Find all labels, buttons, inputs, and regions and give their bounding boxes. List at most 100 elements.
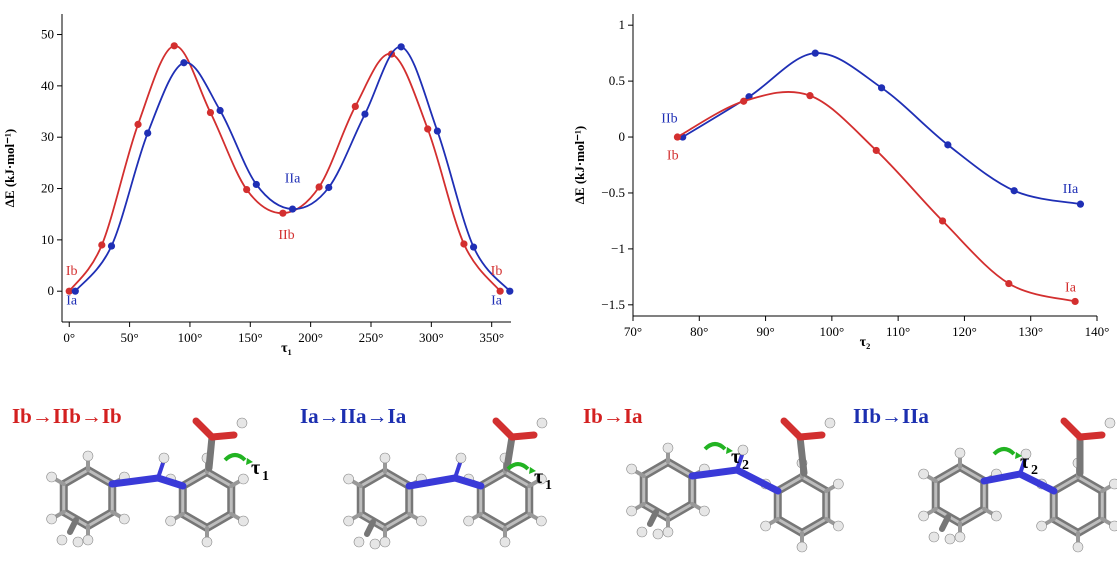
torsion-arrow-icon xyxy=(223,453,247,462)
torsion-label-index: 2 xyxy=(742,458,749,473)
data-point xyxy=(361,110,369,118)
data-point xyxy=(252,180,260,189)
bond xyxy=(666,460,694,478)
bond xyxy=(383,512,411,530)
chart-2: 10.50−0.5−1−1.570°80°90°100°110°120°130°… xyxy=(572,14,1109,350)
hydrogen-atom xyxy=(165,515,176,527)
y-tick-label: 20 xyxy=(41,181,54,196)
data-point xyxy=(206,108,215,117)
hydrogen-atom xyxy=(1104,417,1116,429)
torsion-arrowhead-icon xyxy=(1015,452,1022,459)
y-tick-label: −0.5 xyxy=(601,185,625,200)
bond xyxy=(776,475,804,493)
torsion-arrow-icon xyxy=(992,447,1016,456)
data-point xyxy=(288,205,297,213)
torsion-label: τ xyxy=(731,446,740,468)
hydrogen-atom xyxy=(833,478,844,490)
hydrogen-atom xyxy=(119,513,130,525)
annotation-label: IIa xyxy=(1063,182,1079,197)
data-point xyxy=(806,92,814,100)
data-point xyxy=(144,129,152,137)
hydrogen-atom xyxy=(46,513,57,525)
hydrogen-atom xyxy=(918,510,929,522)
data-point xyxy=(433,127,441,135)
bond xyxy=(205,512,233,530)
hydrogen-atom xyxy=(369,538,381,550)
hydrogen-atom xyxy=(796,541,808,553)
bond xyxy=(479,512,507,530)
data-point xyxy=(65,287,73,295)
y-tick-label: 10 xyxy=(41,232,54,247)
annotation-label: Ib xyxy=(491,264,503,279)
hydrogen-atom xyxy=(536,417,548,429)
torsion-arrowhead-icon xyxy=(246,458,253,465)
data-point xyxy=(315,183,323,191)
bond xyxy=(492,417,516,441)
x-tick-label: 200° xyxy=(298,330,323,345)
bond xyxy=(642,460,670,478)
torsion-label-index: 1 xyxy=(545,478,552,493)
annotation-label: IIb xyxy=(661,111,677,126)
data-point xyxy=(469,243,478,251)
torsion-arrowhead-icon xyxy=(529,467,536,474)
y-tick-label: 30 xyxy=(41,129,54,144)
bond xyxy=(192,417,216,441)
bond xyxy=(181,470,209,488)
bond xyxy=(1052,517,1080,535)
hydrogen-atom xyxy=(158,452,170,464)
torsion-label: τ xyxy=(534,466,543,488)
y-tick-label: −1.5 xyxy=(601,297,625,312)
bond xyxy=(666,502,694,520)
bond xyxy=(776,517,804,535)
hydrogen-atom xyxy=(499,536,511,548)
bond xyxy=(688,466,741,480)
y-tick-label: 0 xyxy=(48,283,55,298)
hydrogen-atom xyxy=(662,526,674,538)
hydrogen-atom xyxy=(463,515,474,527)
x-tick-label: 110° xyxy=(886,324,910,339)
x-tick-label: 300° xyxy=(419,330,444,345)
annotation-label: Ia xyxy=(491,294,503,309)
torsion-arrow-icon xyxy=(703,442,727,451)
hydrogen-atom xyxy=(536,515,547,527)
x-tick-label: 350° xyxy=(479,330,504,345)
hydrogen-atom xyxy=(737,444,749,456)
hydrogen-atom xyxy=(455,452,467,464)
bond xyxy=(503,512,531,530)
hydrogen-atom xyxy=(626,463,637,475)
bond xyxy=(86,510,114,528)
data-point xyxy=(740,97,748,105)
bond xyxy=(1060,417,1084,441)
bond xyxy=(980,470,1024,485)
bond xyxy=(733,466,782,495)
hydrogen-atom xyxy=(991,510,1002,522)
x-tick-label: 250° xyxy=(359,330,384,345)
data-point xyxy=(877,84,886,92)
x-axis-label: τ₁ xyxy=(281,341,292,356)
hydrogen-atom xyxy=(236,417,248,429)
x-tick-label: 70° xyxy=(624,324,642,339)
bond xyxy=(503,433,516,472)
hydrogen-atom xyxy=(833,520,844,532)
x-tick-label: 130° xyxy=(1018,324,1043,339)
annotation-label: Ia xyxy=(1065,280,1077,295)
bond xyxy=(86,468,114,486)
y-tick-label: 0.5 xyxy=(609,73,625,88)
hydrogen-atom xyxy=(379,536,391,548)
x-tick-label: 150° xyxy=(238,330,263,345)
bond xyxy=(1076,517,1104,535)
hydrogen-atom xyxy=(954,447,966,459)
bond xyxy=(62,468,90,486)
bond xyxy=(796,431,826,441)
data-point xyxy=(424,125,432,133)
data-point xyxy=(460,240,468,248)
torsion-label-index: 1 xyxy=(262,469,269,484)
data-point xyxy=(811,49,819,57)
annotation-label: Ib xyxy=(66,264,78,279)
bond xyxy=(1016,470,1058,495)
series-line-1 xyxy=(682,52,1081,206)
hydrogen-atom xyxy=(536,473,547,485)
bond xyxy=(154,474,187,490)
bond xyxy=(181,512,209,530)
